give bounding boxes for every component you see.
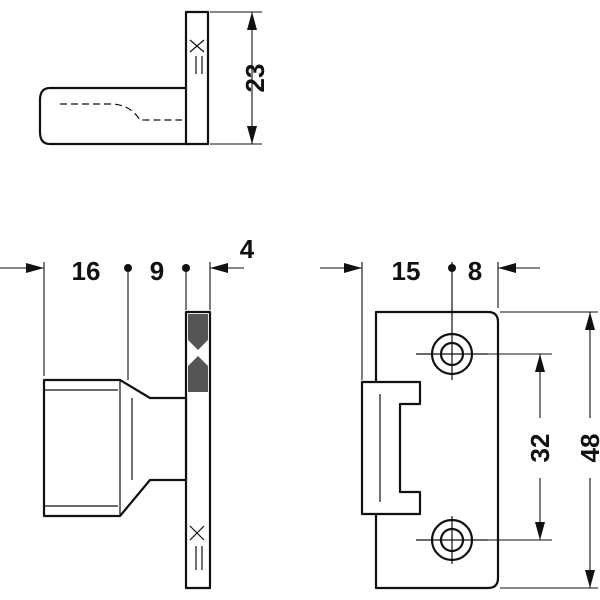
top-view-pin	[38, 86, 190, 146]
side-view: 16 9 4	[0, 234, 255, 590]
front-view-slot	[360, 380, 422, 516]
dim-label-48: 48	[575, 434, 600, 463]
dim-label-8: 8	[468, 256, 482, 286]
dimension-dot	[182, 264, 190, 272]
top-view: 23	[38, 10, 270, 146]
dim-label-16: 16	[72, 256, 101, 286]
dimension-dot	[448, 264, 456, 272]
side-view-hatch-bottom	[188, 356, 208, 392]
arrow-icon	[498, 263, 516, 273]
dim-label-9: 9	[150, 256, 164, 286]
side-view-pin-edge	[44, 389, 118, 507]
arrow-icon	[26, 263, 44, 273]
side-view-pin	[42, 378, 188, 518]
dim-label-32: 32	[525, 434, 555, 463]
dim-label-15: 15	[392, 256, 421, 286]
top-view-plate	[184, 10, 210, 146]
top-view-plate-detail	[189, 39, 205, 74]
arrow-icon	[585, 570, 595, 588]
dim-label-23: 23	[240, 64, 270, 93]
arrow-icon	[210, 263, 228, 273]
dimension-dot	[124, 264, 132, 272]
side-view-hatch-top	[188, 314, 208, 350]
top-view-hidden-line	[60, 103, 182, 121]
arrow-icon	[535, 522, 545, 540]
arrow-icon	[585, 312, 595, 330]
arrow-icon	[247, 126, 257, 144]
arrow-icon	[344, 263, 362, 273]
dim-label-4: 4	[240, 234, 255, 264]
arrow-icon	[247, 12, 257, 30]
front-view: 15 8 32 48	[320, 256, 600, 590]
arrow-icon	[535, 354, 545, 372]
side-view-plate	[184, 310, 212, 590]
side-view-plate-detail	[189, 525, 205, 570]
